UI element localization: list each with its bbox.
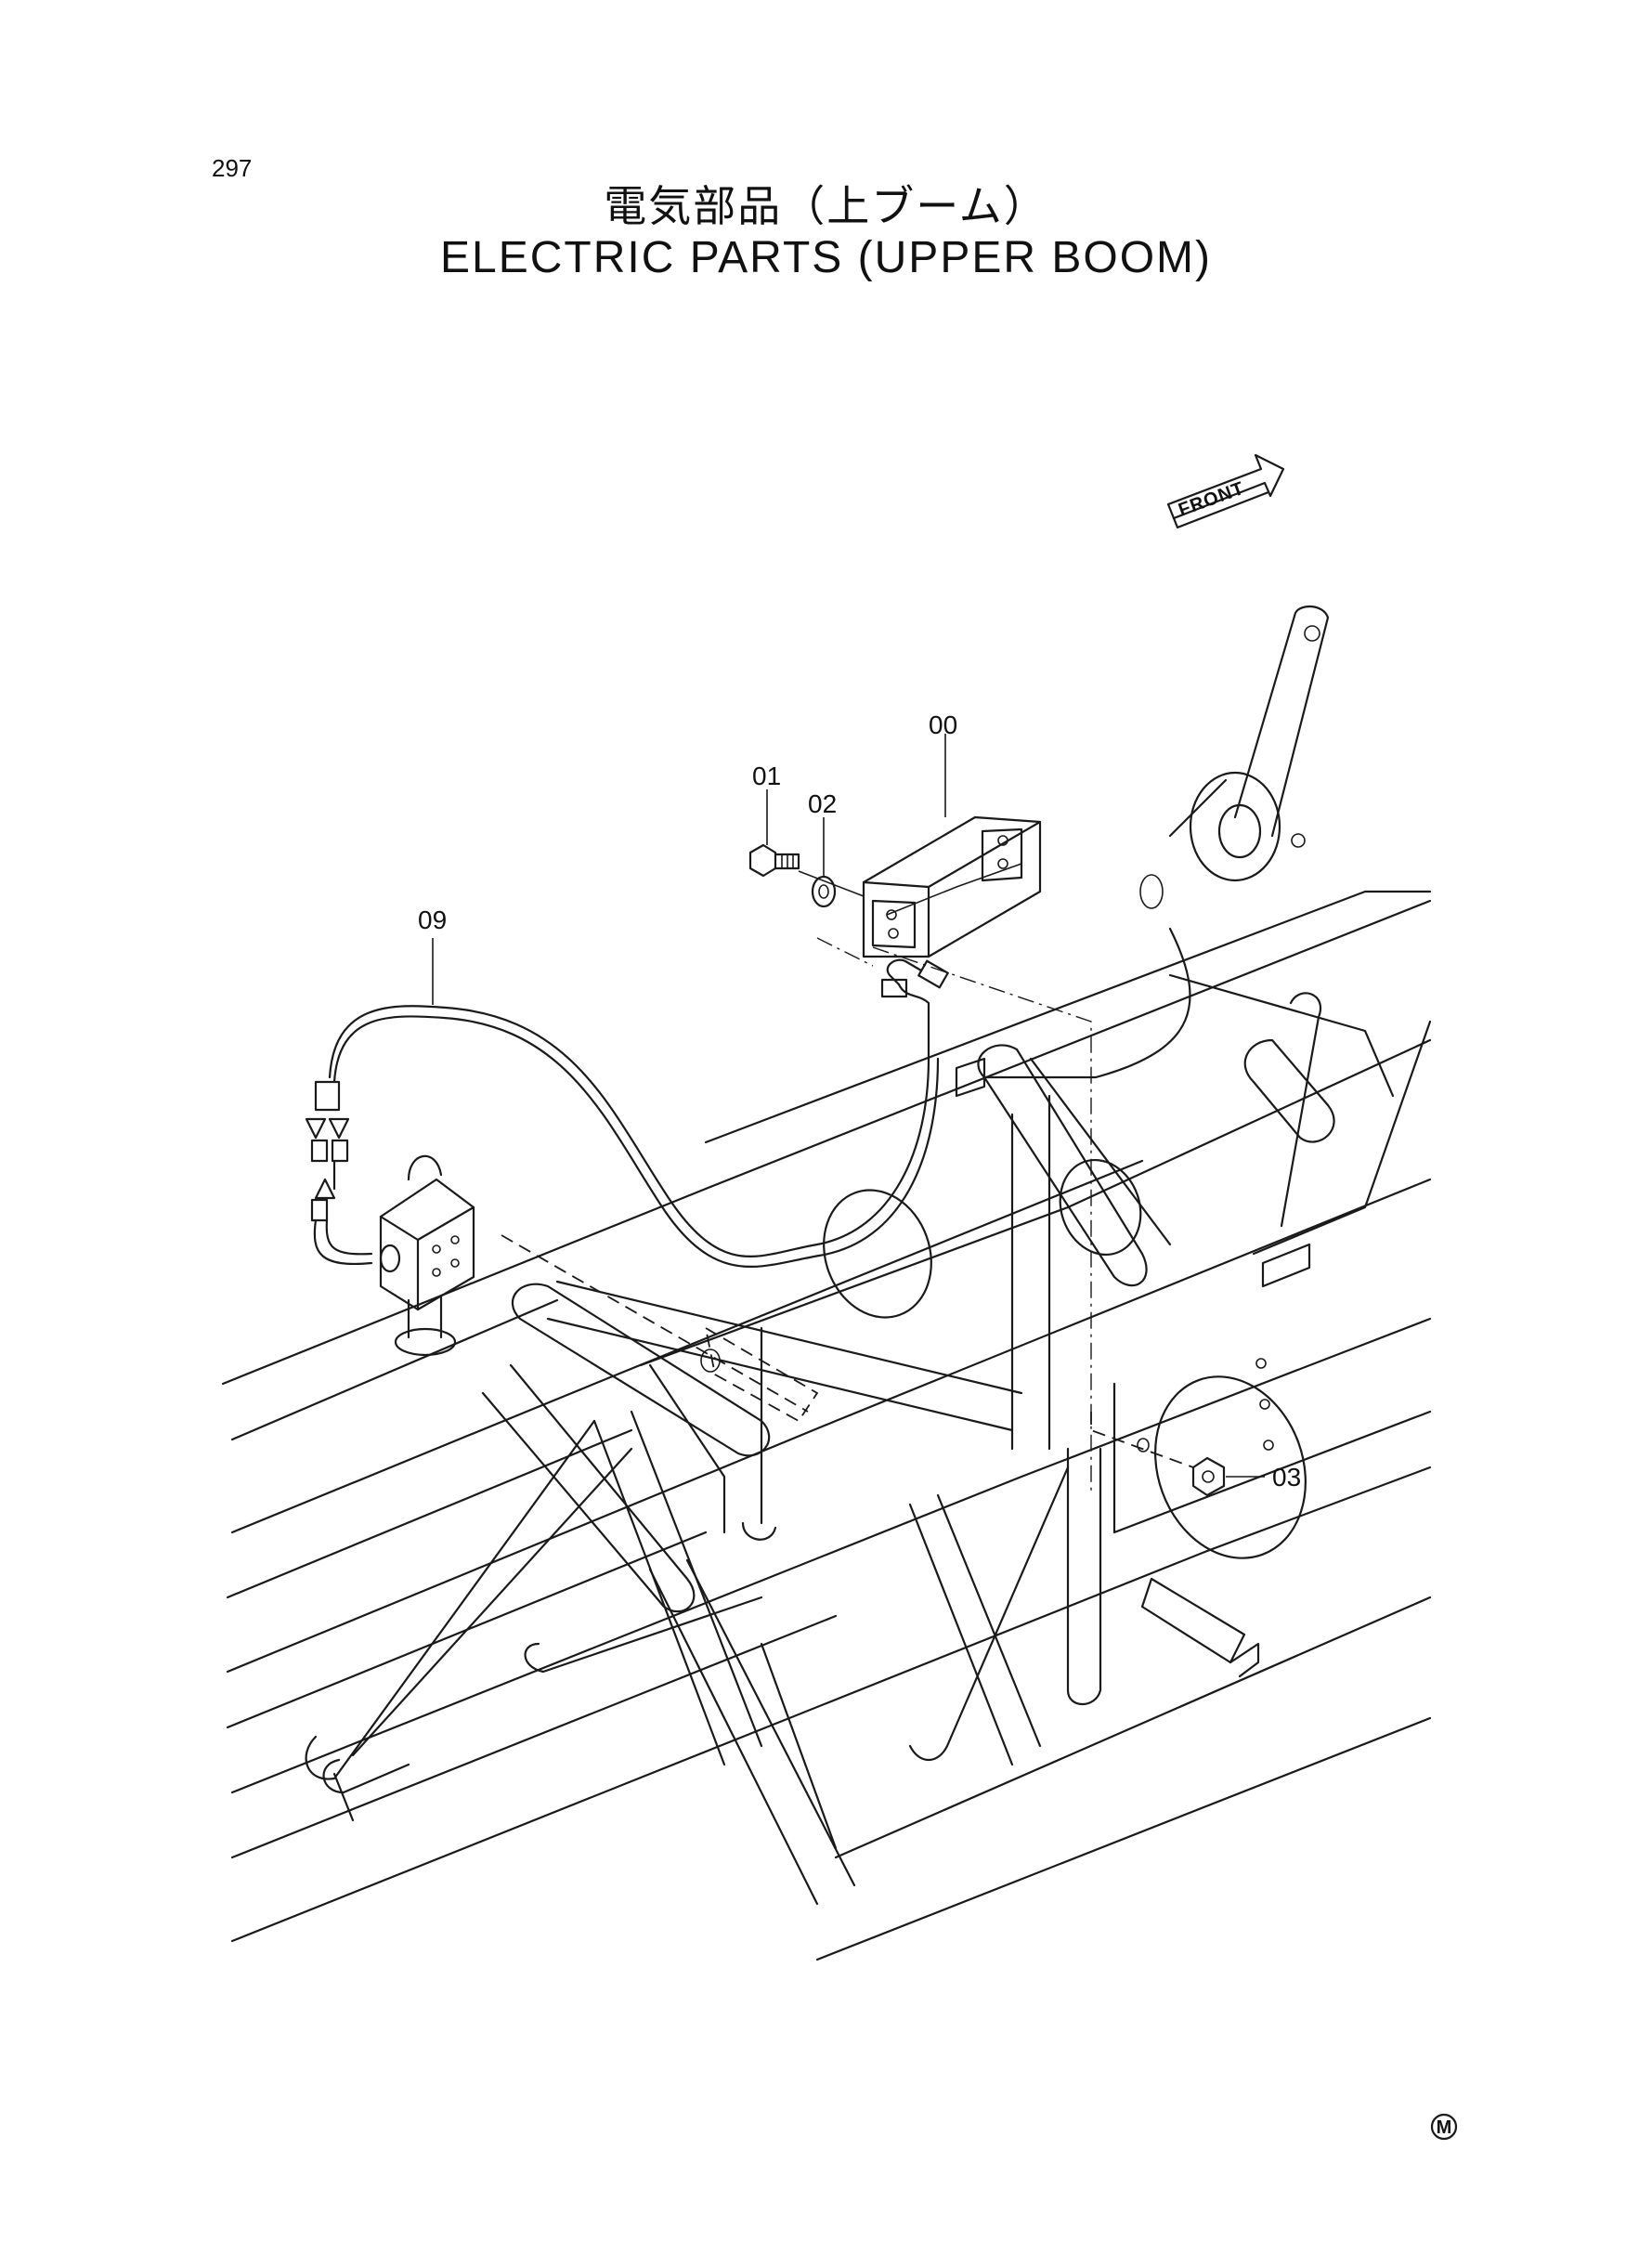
- callout-03: 03: [1226, 1463, 1301, 1492]
- circled-m-mark-icon: M: [1430, 2113, 1458, 2141]
- part-03-nut: [1191, 1456, 1226, 1497]
- title-english: ELECTRIC PARTS (UPPER BOOM): [440, 233, 1212, 282]
- callout-label-03: 03: [1272, 1463, 1301, 1492]
- callout-09: 09: [418, 905, 447, 1005]
- callout-label-02: 02: [808, 789, 837, 818]
- title-japanese: 電気部品（上ブーム）: [604, 181, 1048, 231]
- page-number: 297: [212, 154, 253, 182]
- callout-label-00: 00: [929, 710, 957, 739]
- assembly-guide-lines: [501, 870, 1194, 1495]
- part-02-washer: [811, 875, 837, 908]
- part-00-junction-box: [862, 815, 1042, 958]
- part-01-bolt: [748, 843, 800, 878]
- callout-label-01: 01: [752, 762, 781, 790]
- callout-label-09: 09: [418, 905, 447, 934]
- part-09-wire-harness: [305, 958, 949, 1269]
- callout-00: 00: [929, 710, 957, 817]
- front-arrow-icon: FRONT: [1166, 453, 1285, 529]
- sensor-unit: [379, 1154, 475, 1357]
- upper-boom-frame: [221, 606, 1432, 1961]
- corner-mark-label: M: [1437, 2117, 1452, 2138]
- callout-02: 02: [808, 789, 837, 876]
- callout-01: 01: [752, 762, 781, 845]
